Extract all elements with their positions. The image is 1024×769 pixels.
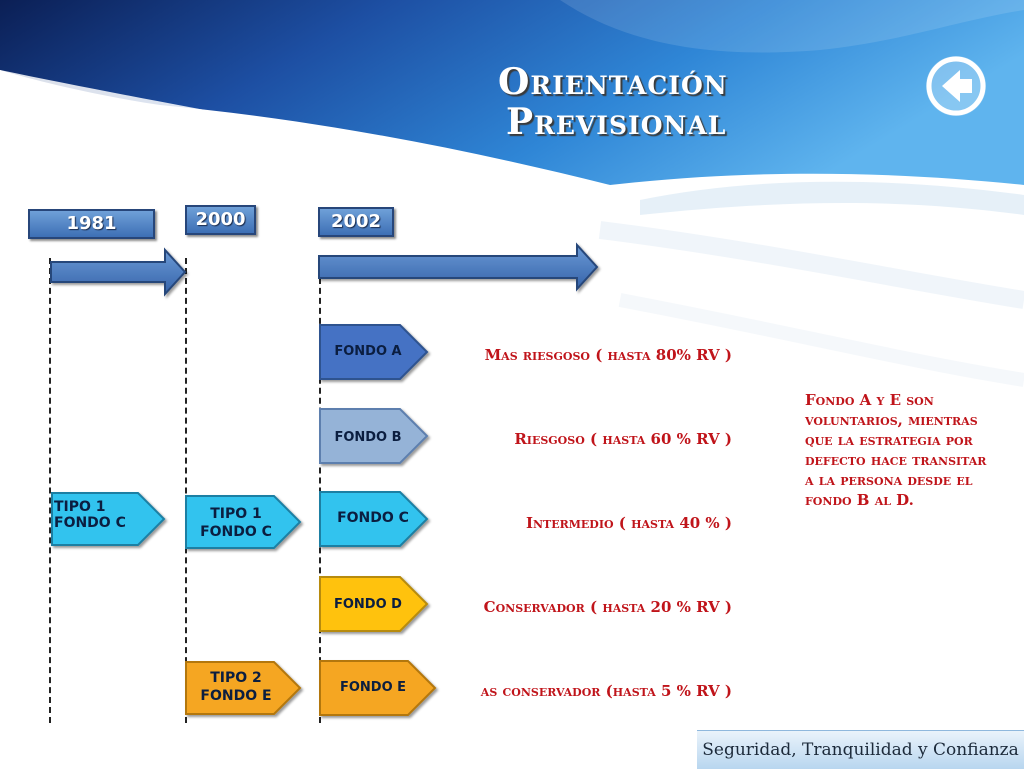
tipo1-2000-shape xyxy=(185,495,302,549)
fondo-a-description: Mas riesgoso ( hasta 80% RV ) xyxy=(484,346,732,364)
fondo-c-description: Intermedio ( hasta 40 % ) xyxy=(525,514,732,532)
tipo1-1981-shape xyxy=(51,492,166,546)
fondo-a-shape xyxy=(319,324,429,380)
slide-title: Orientación Previsional xyxy=(498,62,798,142)
fondo-e-label: FONDO E xyxy=(339,680,407,695)
fondo-b-description: Riesgoso ( hasta 60 % RV ) xyxy=(514,430,732,448)
fondo-b-shape xyxy=(319,408,429,464)
year-box-1981: 1981 xyxy=(28,209,155,239)
title-line-2: Previsional xyxy=(506,101,727,143)
tipo1-2000-label: TIPO 1 FONDO C xyxy=(200,506,272,540)
fondo-b-label: FONDO B xyxy=(334,430,402,445)
tipo1-1981-label: TIPO 1 FONDO C xyxy=(54,499,126,531)
tipo2-2000-label: TIPO 2 FONDO E xyxy=(200,670,272,704)
strategy-note: Fondo A y E son voluntarios, mientras qu… xyxy=(805,391,987,509)
fondo-e-shape xyxy=(319,660,437,716)
tipo2-2000-shape xyxy=(185,661,302,715)
back-arrow-icon[interactable] xyxy=(922,52,990,120)
title-line-1: Orientación xyxy=(498,61,728,103)
fondo-d-label: FONDO D xyxy=(334,597,402,612)
fondo-a-label: FONDO A xyxy=(334,344,402,359)
timeline-divider-1981 xyxy=(49,258,51,723)
fondo-e-description: as conservador (hasta 5 % RV ) xyxy=(480,682,732,700)
footer-tagline: Seguridad, Tranquilidad y Confianza xyxy=(697,730,1024,769)
timeline-divider-2002 xyxy=(319,258,321,723)
fondo-d-shape xyxy=(319,576,429,632)
year-box-2002: 2002 xyxy=(318,207,394,237)
timeline-arrow-2002 xyxy=(318,242,599,292)
fondo-c-shape xyxy=(319,491,429,547)
timeline-arrow-1981 xyxy=(50,247,187,297)
fondo-d-description: Conservador ( hasta 20 % RV ) xyxy=(483,598,732,616)
timeline-divider-2000 xyxy=(185,258,187,723)
fondo-c-label: FONDO C xyxy=(337,510,409,526)
year-box-2000: 2000 xyxy=(185,205,256,235)
